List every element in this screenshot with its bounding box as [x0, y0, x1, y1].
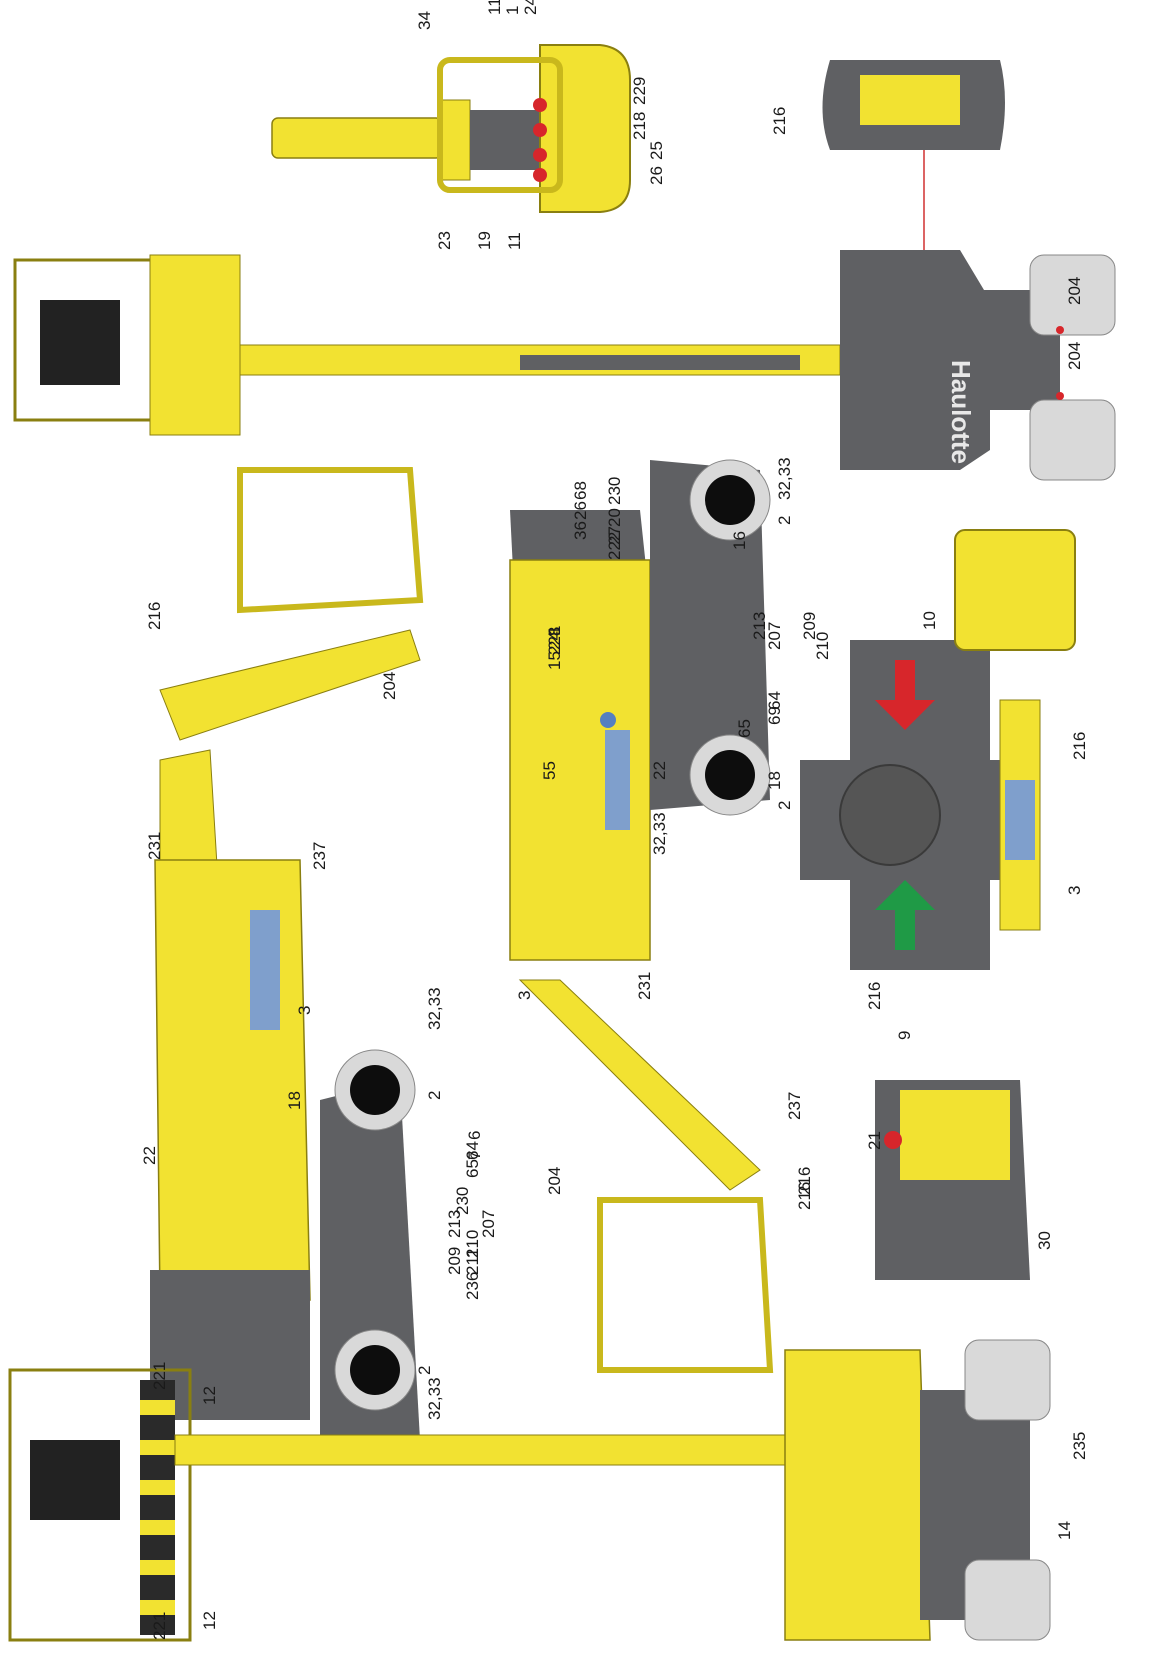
- callout-label: 3: [515, 991, 534, 1000]
- callout-label: 32,33: [650, 812, 669, 855]
- callout-label: 24: [521, 0, 540, 15]
- callout-label: 231: [145, 832, 164, 860]
- callout-label: 25: [647, 141, 666, 160]
- callout-label: 2: [775, 516, 794, 525]
- callout-label: 204: [1065, 342, 1084, 370]
- callout-label: 2: [425, 1091, 444, 1100]
- callout-label: 221: [150, 1612, 169, 1640]
- callout-label: 228: [545, 627, 564, 655]
- machine-bottom-row: [8, 1339, 1051, 1642]
- callout-label: 230: [605, 477, 624, 505]
- callout-label: 36: [571, 521, 590, 540]
- callout-label: 216: [1070, 732, 1089, 760]
- callout-label: 9: [895, 1031, 914, 1040]
- callout-label: 23: [435, 231, 454, 250]
- callout-label: 32,33: [425, 987, 444, 1030]
- callout-label: 231: [635, 972, 654, 1000]
- callout-label: 7: [465, 1151, 484, 1160]
- callout-label: 64: [463, 1141, 482, 1160]
- callout-label: 65: [735, 719, 754, 738]
- callout-label: 26: [571, 501, 590, 520]
- callout-label: 18: [285, 1091, 304, 1110]
- callout-label: 221: [150, 1362, 169, 1390]
- callout-label: 213: [445, 1210, 464, 1238]
- callout-label: 209: [800, 612, 819, 640]
- callout-label: 18: [765, 771, 784, 790]
- callout-label: 216: [795, 1182, 814, 1210]
- callout-label: 19: [475, 231, 494, 250]
- callout-label: 12: [200, 1611, 219, 1630]
- callout-label: 34: [415, 11, 434, 30]
- callout-label: 15: [545, 651, 564, 670]
- callout-label: 2: [775, 801, 794, 810]
- callout-label: 27: [605, 526, 624, 545]
- callout-label: 21: [865, 1131, 884, 1150]
- callout-label: 55: [540, 761, 559, 780]
- callout-label: 216: [145, 602, 164, 630]
- platform-top-view: [271, 44, 631, 213]
- callout-label: 69: [765, 706, 784, 725]
- callout-label: 209: [445, 1247, 464, 1275]
- callout-label: 204: [545, 1167, 564, 1195]
- callout-label: 229: [630, 77, 649, 105]
- callout-label: 216: [795, 1167, 814, 1195]
- callout-label: 3: [1065, 886, 1084, 895]
- callout-label: 24: [545, 631, 564, 650]
- callout-label: 210: [463, 1230, 482, 1258]
- chassis-rear-top: [822, 60, 1005, 255]
- callout-label: 211: [463, 1248, 482, 1275]
- callout-label: 222: [605, 532, 624, 560]
- machine-side-middle: [509, 459, 774, 1373]
- callout-label: 11: [505, 232, 524, 250]
- callout-label: 10: [920, 611, 939, 630]
- callout-label: 11: [485, 0, 504, 15]
- machine-side-left: [150, 467, 424, 1440]
- callout-label: 207: [479, 1210, 498, 1238]
- callout-label: 204: [1065, 277, 1084, 305]
- callout-label: 216: [770, 107, 789, 135]
- callout-label: 30: [1035, 1231, 1054, 1250]
- callout-label: 32,33: [775, 457, 794, 500]
- brand-logo-text: Haulotte: [946, 360, 976, 464]
- chassis-top-down: [800, 529, 1076, 970]
- callout-label: 230: [453, 1187, 472, 1215]
- callout-label: 235: [1070, 1432, 1089, 1460]
- callout-label: 12: [200, 1386, 219, 1405]
- callout-label: 22: [140, 1146, 159, 1165]
- callout-label: 236: [463, 1272, 482, 1300]
- callout-label: 218: [630, 112, 649, 140]
- callout-label: 237: [310, 842, 329, 870]
- callout-label: 210: [813, 632, 832, 660]
- callout-label: 32,33: [425, 1377, 444, 1420]
- callout-label: 1: [545, 626, 564, 635]
- callout-label: 20: [605, 508, 624, 527]
- callout-label: 207: [765, 622, 784, 650]
- callout-label: 65: [463, 1159, 482, 1178]
- rear-view: [875, 1080, 1030, 1280]
- callout-label: 2: [415, 1366, 434, 1375]
- callout-label: 16: [730, 531, 749, 550]
- callout-label: 237: [785, 1092, 804, 1120]
- callout-label: 213: [750, 612, 769, 640]
- callout-label: 14: [1055, 1521, 1074, 1540]
- callout-label: 26: [647, 166, 666, 185]
- callout-label: 22: [650, 761, 669, 780]
- callout-label: 64: [765, 691, 784, 710]
- callout-label: 3: [295, 1006, 314, 1015]
- machine-top-row: Haulotte: [13, 250, 1116, 481]
- callout-label: 216: [865, 982, 884, 1010]
- callout-label: 204: [380, 672, 399, 700]
- callout-label: 1: [503, 6, 522, 15]
- callout-label: 68: [571, 481, 590, 500]
- callout-label: 6: [465, 1131, 484, 1140]
